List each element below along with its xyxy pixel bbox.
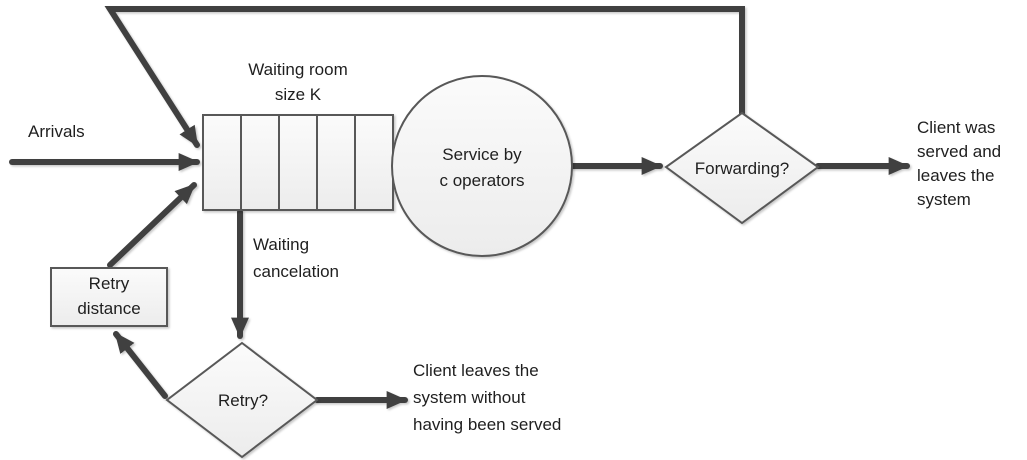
waiting-room-label: Waiting room size K	[248, 60, 348, 104]
service-label: Service by c operators	[439, 145, 525, 190]
waiting-room-queue	[202, 114, 394, 211]
service-node	[391, 75, 573, 257]
forwarding-feedback-arrow	[104, 6, 745, 148]
retry-to-retry-distance-arrow	[113, 331, 168, 399]
retry-distance-to-queue-arrow	[107, 182, 197, 268]
connectors	[9, 6, 910, 409]
client-leaves-label: Client leaves the system without having …	[413, 361, 562, 434]
retry-distance-label: Retry distance	[77, 274, 141, 318]
arrivals-label: Arrivals	[28, 122, 85, 141]
waiting-cancelation-label: Waiting cancelation	[253, 235, 340, 281]
retry-label: Retry?	[217, 391, 269, 410]
forwarding-decision-diamond	[664, 111, 820, 225]
nodes	[50, 75, 820, 459]
retry-distance-box	[50, 267, 168, 327]
forwarding-label: Forwarding?	[694, 159, 790, 178]
retry-decision-diamond	[165, 341, 319, 459]
client-served-label: Client was served and leaves the system	[917, 118, 1002, 209]
